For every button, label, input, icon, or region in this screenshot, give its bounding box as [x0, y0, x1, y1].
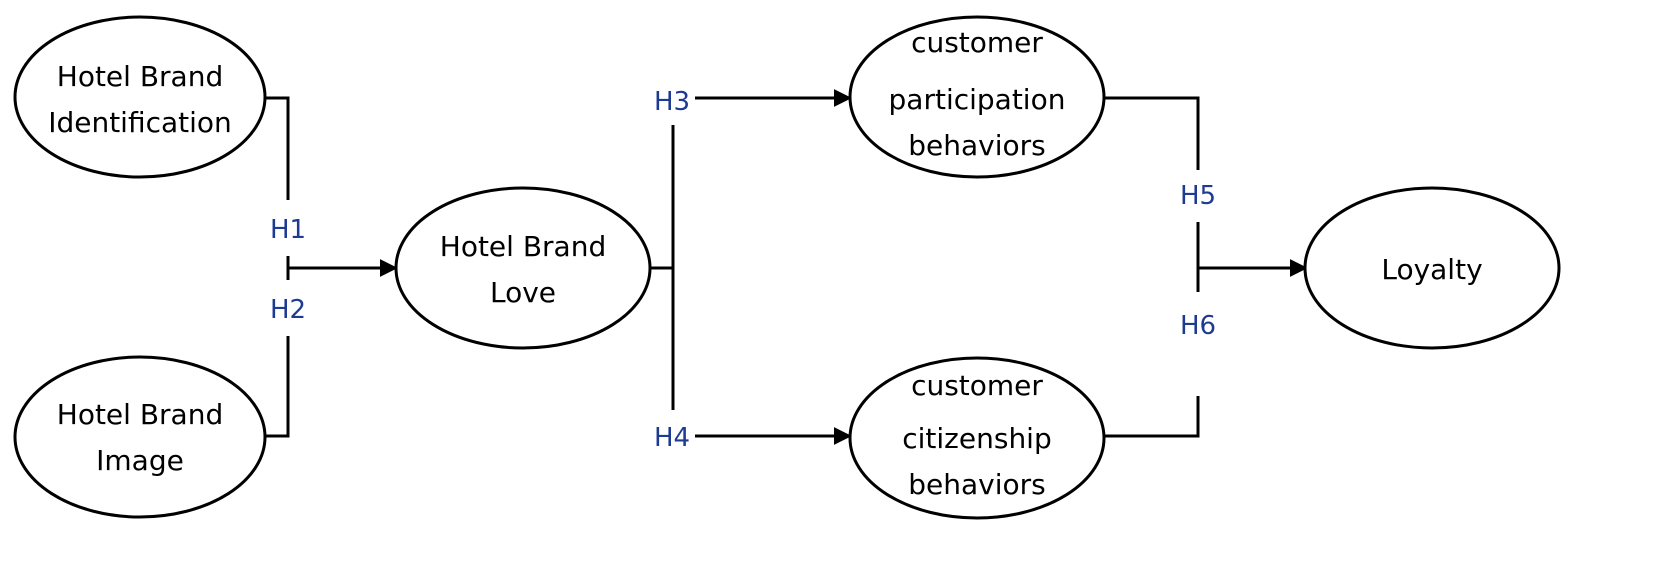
- node-customer-participation-behaviors: customer participation behaviors: [848, 15, 1106, 179]
- node-label-line: customer: [911, 26, 1043, 59]
- node-customer-citizenship-behaviors: customer citizenship behaviors: [848, 356, 1106, 520]
- node-loyalty: Loyalty: [1303, 186, 1561, 350]
- node-label-line: behaviors: [908, 129, 1045, 162]
- hypothesis-h1: H1: [270, 215, 306, 245]
- node-label-line: Image: [96, 444, 184, 477]
- node-label-line: Hotel Brand: [440, 230, 606, 263]
- node-label-line: Hotel Brand: [57, 398, 223, 431]
- hypothesis-labels: H1 H2 H3 H4 H5 H6: [270, 87, 1216, 453]
- node-label-line: participation: [889, 83, 1066, 116]
- node-label-line: Hotel Brand: [57, 60, 223, 93]
- node-label-line: customer: [911, 369, 1043, 402]
- hypothesis-h6: H6: [1180, 311, 1216, 341]
- hypothesis-h2: H2: [270, 295, 306, 325]
- node-hotel-brand-image: Hotel Brand Image: [13, 355, 267, 519]
- connector-identification: [265, 96, 290, 200]
- hypothesis-h3: H3: [654, 87, 690, 117]
- node-label-line: Love: [490, 276, 556, 309]
- node-hotel-brand-love: Hotel Brand Love: [394, 186, 652, 350]
- connector-participation-out: [1104, 96, 1200, 170]
- connectors: [265, 89, 1308, 445]
- node-label-line: Identification: [48, 106, 232, 139]
- connector-image: [265, 336, 290, 438]
- node-hotel-brand-identification: Hotel Brand Identification: [13, 15, 267, 179]
- connector-citizenship-out: [1104, 396, 1200, 438]
- node-label-line: Loyalty: [1381, 253, 1482, 286]
- node-label-line: behaviors: [908, 468, 1045, 501]
- hypothesis-h5: H5: [1180, 181, 1216, 211]
- node-label-line: citizenship: [902, 422, 1052, 455]
- hypothesis-h4: H4: [654, 423, 690, 453]
